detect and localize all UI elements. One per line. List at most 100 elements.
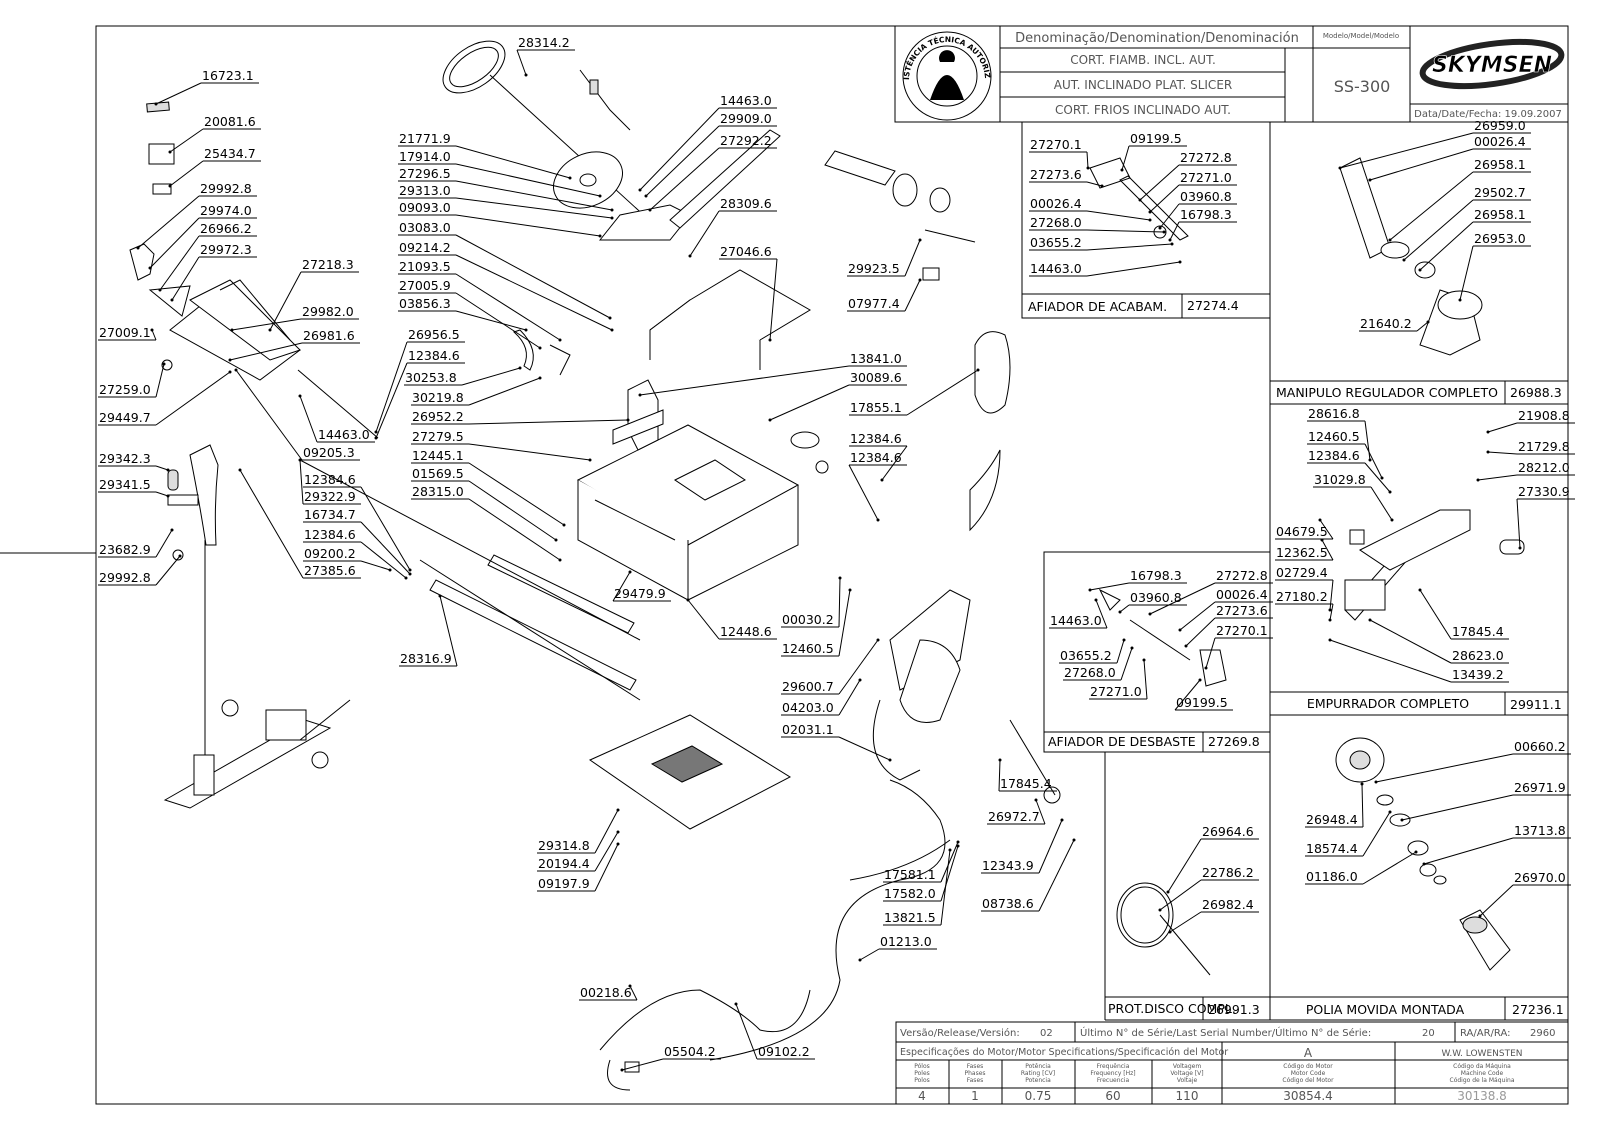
callout-dot [170, 298, 174, 302]
version-value: 02 [1040, 1028, 1053, 1039]
part-number: 26948.4 [1306, 812, 1358, 827]
callout-leader [439, 595, 458, 667]
part-number: 26971.9 [1514, 780, 1566, 795]
callout-dot [298, 394, 302, 398]
part-callout: 13821.5 [883, 848, 952, 926]
part-number: 27005.9 [399, 278, 451, 293]
callout-dot [598, 234, 602, 238]
callout-dot [956, 844, 960, 848]
part-callout: 20081.6 [168, 114, 261, 154]
part-callout: 14463.0 [638, 93, 777, 192]
machine-code-value: 30138.8 [1457, 1089, 1507, 1103]
callout-dot [1178, 628, 1182, 632]
callout-leader [1149, 184, 1180, 213]
part-callout: 12460.5 [781, 588, 852, 657]
callout-dot [1414, 850, 1418, 854]
callout-dot [598, 194, 602, 198]
part-callout: 26958.1 [1388, 157, 1531, 242]
part-callout: 28309.6 [688, 196, 777, 258]
part-callout: 28314.2 [516, 35, 575, 77]
callout-dot [610, 208, 614, 212]
callout-dot [1418, 588, 1422, 592]
part-number: 00026.4 [1030, 196, 1082, 211]
part-callout: 26964.6 [1166, 824, 1259, 894]
part-callout: 27270.1 [1029, 137, 1090, 170]
part-number: 09102.2 [758, 1044, 810, 1059]
poles-value: 4 [918, 1089, 926, 1103]
callout-leader [621, 1058, 664, 1071]
callout-leader [375, 341, 408, 433]
part-callout: 09199.5 [1120, 131, 1187, 172]
callout-leader [1086, 261, 1181, 277]
motor-spec-headers: Pólos Poles Polos Fases Phases Fases Pot… [914, 1063, 1515, 1084]
callout-leader [360, 521, 411, 575]
part-number: 09205.3 [303, 445, 355, 460]
callout-leader [1403, 199, 1474, 261]
title-block: ASSISTÊNCIA TÉCNICA AUTORIZADA Denominaç… [0, 0, 1569, 123]
callout-leader [594, 843, 619, 892]
callout-dot [768, 418, 772, 422]
callout-leader [468, 462, 565, 526]
callout-dot [1320, 538, 1324, 542]
callout-dot [648, 208, 652, 212]
callout-dot [1100, 184, 1104, 188]
callout-dot [858, 958, 862, 962]
callout-leader [455, 234, 611, 319]
part-callout: 29449.7 [98, 370, 232, 426]
col-motor-code-es: Código del Motor [1282, 1077, 1334, 1084]
callout-leader [629, 985, 638, 1001]
part-number: 28616.8 [1308, 406, 1360, 421]
part-callout: 12384.6 [849, 431, 908, 482]
callout-dot [1072, 838, 1076, 842]
callout-leader [1159, 879, 1202, 911]
callout-dot [168, 184, 172, 188]
callout-leader [1139, 164, 1180, 201]
part-number: 16723.1 [202, 68, 254, 83]
callout-leader [735, 1003, 758, 1060]
brand-logo: SKYMSEN [1419, 38, 1565, 90]
part-callout: 30089.6 [768, 370, 907, 422]
callout-dot [1168, 930, 1172, 934]
part-callout: 14463.0 [298, 394, 375, 443]
callout-dot [610, 328, 614, 332]
part-callout: 09214.2 [398, 240, 614, 332]
part-callout: 01186.0 [1305, 850, 1418, 885]
callout-leader [904, 279, 921, 312]
part-number: 29600.7 [782, 679, 834, 694]
part-number: 26970.0 [1514, 870, 1566, 885]
part-callout: 27268.0 [1029, 215, 1166, 234]
part-callout: 28315.0 [411, 484, 562, 562]
callout-leader [1364, 420, 1371, 461]
callout-dot [888, 758, 892, 762]
callout-dot [166, 494, 170, 498]
part-number: 13439.2 [1452, 667, 1504, 682]
part-number: 29314.8 [538, 838, 590, 853]
callout-dot [1458, 298, 1462, 302]
callout-leader [940, 849, 951, 926]
col-phases-en: Phases [964, 1070, 985, 1077]
callout-leader [1038, 839, 1075, 912]
part-callout: 27009.1 [98, 325, 157, 341]
part-number: 13821.5 [884, 910, 936, 925]
part-number: 26953.0 [1474, 231, 1526, 246]
callout-dot [948, 848, 952, 852]
callout-dot [1178, 260, 1182, 264]
part-callout: 29502.7 [1402, 185, 1531, 262]
callout-leader [468, 480, 557, 541]
callout-dot [1368, 618, 1372, 622]
callout-dot [374, 430, 378, 434]
callout-dot [268, 328, 272, 332]
part-number: 27218.3 [302, 257, 354, 272]
callout-leader [1479, 884, 1514, 917]
callout-leader [455, 197, 613, 219]
callout-leader [1035, 799, 1046, 825]
part-number: 29923.5 [848, 261, 900, 276]
part-number: 17581.1 [884, 867, 936, 882]
callout-dot [734, 1002, 738, 1006]
callout-leader [155, 555, 181, 586]
callout-dot [524, 328, 528, 332]
part-callout: 13841.0 [638, 351, 907, 397]
part-callout: 27180.2 [1275, 589, 1334, 622]
callout-leader [1419, 589, 1452, 640]
callout-dot [1166, 890, 1170, 894]
